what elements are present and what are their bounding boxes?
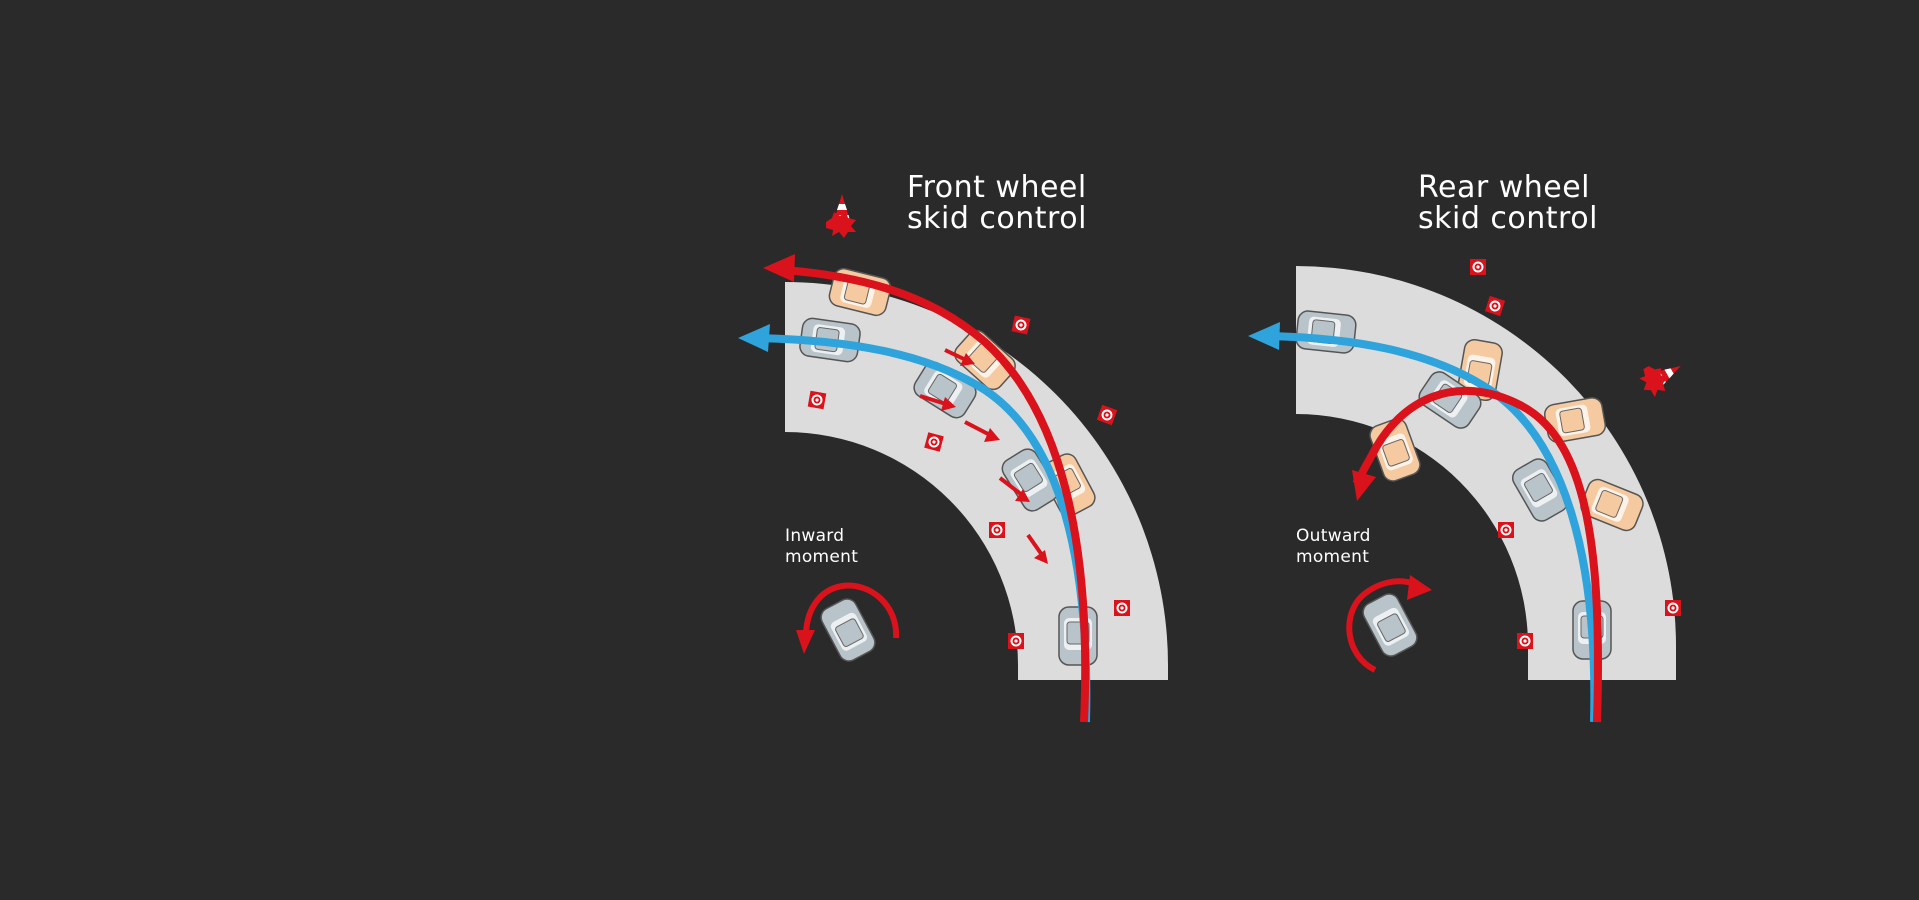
skid-path [782,266,1090,723]
curved-road [785,282,1168,680]
outward-moment-line2: moment [1296,547,1370,567]
curved-road [1296,266,1676,680]
rotation-arrowhead [1407,575,1432,600]
front-title-line1: Front wheel [907,170,1087,205]
front-panel-title: Front wheel skid control [907,172,1087,234]
car-icon [1294,309,1358,355]
road-marker-icon [1114,600,1130,616]
road-marker-icon [1498,522,1514,538]
road-marker-icon [1470,259,1486,275]
controlled-path-arrowhead [1248,322,1280,350]
road-marker-icon [1011,315,1031,335]
traffic-cone-icon [1634,352,1688,401]
rotation-arrow-icon [803,582,900,639]
road-marker-icon [1008,633,1024,649]
rear-title-line1: Rear wheel [1418,170,1591,205]
skid-path-arrowhead [763,254,795,282]
traffic-cone-icon [826,194,856,238]
rotation-arrow-icon [1346,578,1416,673]
road-marker-icon [807,390,827,410]
road-marker-icon [1517,633,1533,649]
rear-title-line2: skid control [1418,201,1598,236]
car-icon [1358,589,1422,661]
skid-path [1352,386,1602,723]
outward-moment-caption: Outward moment [1296,526,1371,568]
car-icon [816,594,880,666]
rotation-arrowhead [796,630,815,654]
road-marker-icon [1665,600,1681,616]
road-marker-icon [989,522,1005,538]
outward-moment-line1: Outward [1296,526,1371,546]
front-panel [738,194,1168,723]
skid-path-arrowhead [1352,470,1376,501]
front-title-line2: skid control [907,201,1087,236]
inward-moment-line1: Inward [785,526,845,546]
inward-moment-line2: moment [785,547,859,567]
rear-panel [1248,259,1688,723]
slip-arrows [919,348,1048,564]
car-icon [1058,606,1098,666]
inward-moment-caption: Inward moment [785,526,858,568]
controlled-path-arrowhead [738,324,770,352]
road-marker-icon [1484,295,1506,317]
road-marker-icon [1096,404,1118,426]
rear-panel-title: Rear wheel skid control [1418,172,1598,234]
